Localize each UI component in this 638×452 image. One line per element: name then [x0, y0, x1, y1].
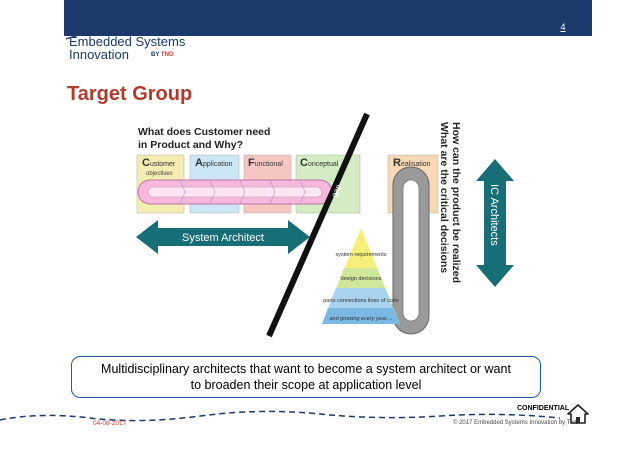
page-number: 4	[560, 22, 566, 32]
callout-line2: to broaden their scope at application le…	[190, 378, 422, 392]
confidential-label: CONFIDENTIAL	[517, 405, 570, 412]
slide-title: Target Group	[67, 83, 193, 105]
system-architect-label: System Architect	[182, 232, 264, 244]
box-realisation-initial: R	[393, 157, 401, 169]
system-architect-arrow: System Architect	[136, 220, 310, 254]
box-customer-sub: objectives	[146, 171, 173, 177]
side-question-line2: What are the critical decisions	[438, 122, 450, 273]
box-realisation-label: ealisation	[401, 161, 431, 168]
footer-date: 04-08-2017	[93, 420, 127, 427]
logo-by-tno: BY TNO	[151, 52, 174, 58]
logo-by: BY	[151, 52, 160, 58]
side-question-line1: How can the product be realized	[450, 122, 462, 283]
pyramid-level-4: and growing every year....	[329, 316, 392, 322]
ic-architects-arrow: IC Architects	[476, 159, 514, 287]
box-application-initial: A	[195, 157, 203, 169]
target-group-figure: What does Customer need in Product and W…	[136, 112, 514, 338]
box-customer-initial: C	[142, 157, 150, 169]
callout-line1: Multidisciplinary architects that want t…	[101, 362, 511, 376]
logo-text-line1: Embedded Systems	[69, 34, 186, 49]
box-application-label: pplication	[203, 161, 233, 168]
logo-tno: TNO	[160, 52, 174, 58]
gap-line	[266, 112, 370, 338]
box-conceptual-label: onceptual	[308, 161, 339, 168]
pyramid-level-2: design decisions	[341, 276, 382, 282]
footer-wave	[0, 410, 561, 422]
box-functional-label: unctional	[255, 161, 283, 168]
svg-text:Realisation: Realisation	[393, 157, 431, 169]
logo-arc-icon	[65, 29, 181, 40]
footer-copyright: © 2017 Embedded Systems Innovation by TN…	[453, 420, 580, 426]
svg-text:Application: Application	[195, 157, 233, 169]
box-functional-initial: F	[248, 157, 255, 169]
pyramid-level-1: system requirements	[335, 252, 386, 258]
box-conceptual-initial: C	[300, 157, 308, 169]
question-top-line1: What does Customer need	[138, 126, 270, 138]
home-icon[interactable]	[567, 403, 589, 425]
svg-text:Functional: Functional	[248, 157, 283, 169]
logo-text-line2: Innovation	[69, 47, 129, 62]
knowledge-pyramid: system requirements design decisions par…	[322, 228, 400, 324]
pyramid-level-3: parts connections lines of code	[323, 298, 399, 304]
svg-text:Customer: Customer	[142, 157, 176, 169]
svg-text:Conceptual: Conceptual	[300, 157, 339, 169]
ic-architects-label: IC Architects	[488, 184, 500, 246]
question-top-line2: in Product and Why?	[138, 139, 243, 151]
box-customer-label: ustomer	[150, 161, 176, 168]
header-bar	[64, 0, 592, 36]
target-group-callout: Multidisciplinary architects that want t…	[71, 356, 541, 398]
